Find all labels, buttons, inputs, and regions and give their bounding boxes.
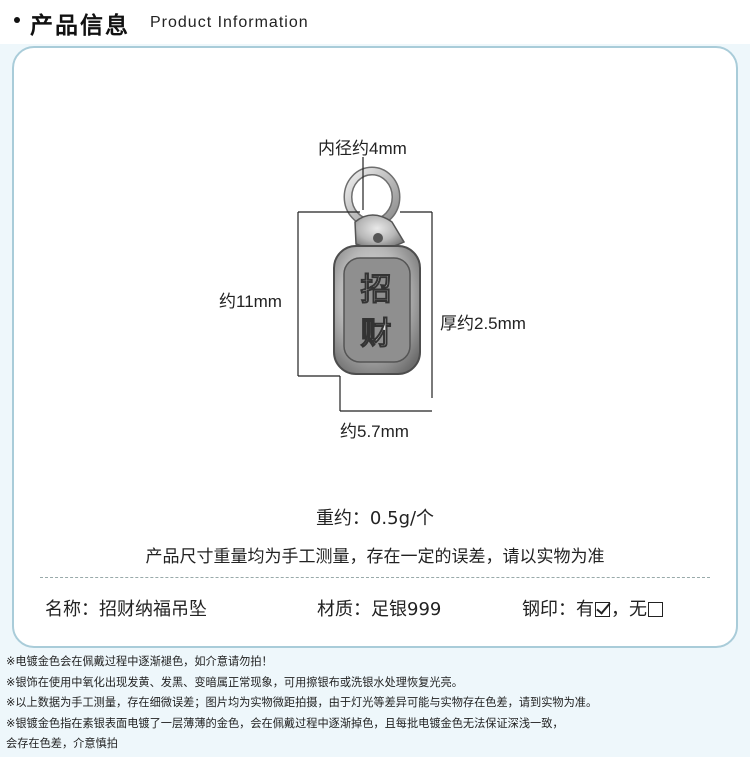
pendant-bail: [354, 214, 406, 250]
width-label: 约5.7mm: [340, 422, 409, 441]
note-item: ※电镀金色会在佩戴过程中逐渐褪色，如介意请勿拍！: [6, 655, 273, 668]
spec-material-label: 材质：: [317, 599, 371, 620]
pendant-dimension-diagram: 招财: [297, 157, 433, 412]
notes-list: ※电镀金色会在佩戴过程中逐渐褪色，如介意请勿拍！ ※银饰在使用中氧化出现发黄、发…: [6, 652, 746, 755]
note-item: ※以上数据为手工测量，存在细微误差；图片均为实物微距拍摄，由于灯光等差异可能与实…: [6, 696, 598, 709]
note-item: 会存在色差，介意慎拍: [6, 737, 118, 750]
stamp-yes-label: 有: [576, 599, 594, 620]
spec-material: 材质：足银999: [317, 595, 441, 621]
stamp-separator: ，: [611, 599, 629, 620]
length-label: 约11mm: [219, 292, 282, 311]
pendant-tag: 招财: [333, 245, 421, 375]
section-title-en: Product Information: [150, 14, 309, 31]
inner-diameter-label: 内径约4mm: [318, 139, 407, 158]
empty-box-icon: [648, 602, 663, 617]
section-title-cn: 产品信息: [30, 13, 130, 39]
spec-name-value: 招财纳福吊坠: [99, 599, 207, 620]
stamp-no-label: 无: [629, 599, 647, 620]
dashed-divider: [40, 577, 710, 578]
spec-stamp: 钢印：有 ，无: [522, 595, 664, 621]
spec-stamp-label: 钢印：: [522, 599, 576, 620]
thickness-label: 厚约2.5mm: [440, 314, 526, 333]
note-item: ※银饰在使用中氧化出现发黄、发黑、变暗属正常现象，可用擦银布或洗银水处理恢复光亮…: [6, 675, 463, 689]
note-item: ※银镀金色指在素银表面电镀了一层薄薄的金色，会在佩戴过程中逐渐掉色，且每批电镀金…: [6, 716, 564, 730]
spec-material-value: 足银999: [371, 599, 442, 620]
measurement-disclaimer: 产品尺寸重量均为手工测量，存在一定的误差，请以实物为准: [145, 547, 605, 567]
spec-name-label: 名称：: [45, 599, 99, 620]
dimension-lines: [297, 157, 433, 412]
charm-engraving: 招财: [361, 272, 394, 352]
section-header: 产品信息 Product Information: [0, 0, 750, 44]
weight-text: 重约：0.5g/个: [315, 508, 435, 529]
checked-box-icon: [595, 602, 610, 617]
bullet-dot: [14, 17, 20, 23]
spec-name: 名称：招财纳福吊坠: [45, 595, 207, 621]
